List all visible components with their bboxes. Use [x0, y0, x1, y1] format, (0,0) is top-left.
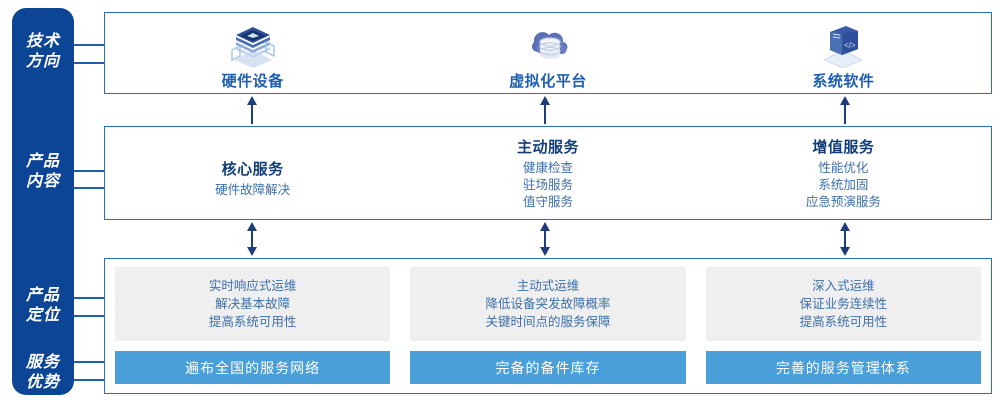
tech-column-software[interactable]: </> 系统软件: [696, 13, 991, 93]
content-column-valueadd[interactable]: 增值服务 性能优化 系统加固 应急预演服务: [696, 127, 991, 219]
rail-label-line2: 方向: [25, 53, 60, 70]
content-column-proactive[interactable]: 主动服务 健康检查 驻场服务 值守服务: [400, 127, 695, 219]
position-line: 实时响应式运维: [208, 279, 297, 293]
rail-label-product-content: 产品 内容: [12, 152, 74, 192]
rail-label-line1: 产品: [25, 153, 60, 170]
arrow-double-valueadd: [840, 222, 850, 256]
content-line: 健康检查: [522, 161, 573, 175]
position-card-deep: 深入式运维 保证业务连续性 提高系统可用性: [705, 267, 981, 341]
arrow-double-core: [247, 222, 257, 256]
content-line: 应急预演服务: [805, 195, 881, 209]
connector-line-advantage-a: [74, 361, 104, 363]
rail-label-service-advantage: 服务 优势: [12, 353, 74, 393]
content-line: 系统加固: [818, 178, 869, 192]
content-line: 性能优化: [818, 161, 869, 175]
tech-column-hardware[interactable]: 硬件设备: [105, 13, 400, 93]
cloud-database-icon: [531, 31, 568, 59]
rail-label-product-position: 产品 定位: [12, 286, 74, 326]
position-card-proactive: 主动式运维 降低设备突发故障概率 关键时间点的服务保障: [410, 267, 686, 341]
content-line: 值守服务: [522, 195, 573, 209]
rail-label-line1: 服务: [25, 354, 60, 371]
rail-label-line2: 内容: [25, 173, 60, 190]
bottom-column-proactive[interactable]: 主动式运维 降低设备突发故障概率 关键时间点的服务保障 完备的备件库存: [400, 259, 695, 393]
section-tech-direction: 硬件设备 虚拟化平台: [104, 12, 992, 94]
connector-line-content-a: [74, 170, 104, 172]
section-position-advantage: 实时响应式运维 解决基本故障 提高系统可用性 遍布全国的服务网络 主动式运维 降…: [104, 258, 992, 394]
server-stack-icon: [230, 26, 275, 68]
position-line: 保证业务连续性: [799, 297, 888, 311]
connector-line-position-a: [74, 297, 104, 299]
advantage-bar-inventory[interactable]: 完备的备件库存: [410, 351, 686, 384]
section-product-content: 核心服务 硬件故障解决 主动服务 健康检查 驻场服务 值守服务 增值服务 性能优…: [104, 126, 992, 220]
left-label-rail: 技术 方向 产品 内容 产品 定位 服务 优势: [12, 8, 74, 395]
connector-line-tech-a: [74, 44, 104, 46]
position-line: 提高系统可用性: [799, 315, 888, 329]
tech-label-software: 系统软件: [812, 72, 875, 90]
position-line: 关键时间点的服务保障: [485, 315, 611, 329]
rail-label-tech-direction: 技术 方向: [12, 32, 74, 72]
rail-label-line2: 优势: [25, 374, 60, 391]
bottom-column-realtime[interactable]: 实时响应式运维 解决基本故障 提高系统可用性 遍布全国的服务网络: [105, 259, 400, 393]
position-line: 深入式运维: [812, 279, 875, 293]
arrow-double-proactive: [540, 222, 550, 256]
content-line: 硬件故障解决: [215, 183, 291, 197]
arrow-up-software: [840, 96, 850, 124]
content-line: 驻场服务: [522, 178, 573, 192]
position-line: 降低设备突发故障概率: [485, 297, 611, 311]
connector-line-advantage-b: [74, 379, 104, 381]
rail-label-line2: 定位: [25, 307, 60, 324]
tech-label-hardware: 硬件设备: [221, 72, 284, 90]
rail-label-line1: 产品: [25, 287, 60, 304]
connector-line-content-b: [74, 187, 104, 189]
position-line: 提高系统可用性: [208, 315, 297, 329]
rail-label-line1: 技术: [25, 33, 60, 50]
arrow-up-virtualization: [540, 96, 550, 124]
advantage-bar-management[interactable]: 完善的服务管理体系: [705, 351, 981, 384]
tech-label-virtualization: 虚拟化平台: [509, 72, 587, 90]
content-title-valueadd: 增值服务: [812, 139, 875, 156]
arrow-up-hardware: [247, 96, 257, 124]
svg-text:</>: </>: [844, 41, 856, 50]
position-line: 解决基本故障: [215, 297, 291, 311]
tech-column-virtualization[interactable]: 虚拟化平台: [400, 13, 695, 93]
content-title-core: 核心服务: [221, 161, 284, 178]
position-card-realtime: 实时响应式运维 解决基本故障 提高系统可用性: [115, 267, 391, 341]
bottom-column-deep[interactable]: 深入式运维 保证业务连续性 提高系统可用性 完善的服务管理体系: [696, 259, 991, 393]
advantage-bar-network[interactable]: 遍布全国的服务网络: [115, 351, 391, 384]
content-column-core[interactable]: 核心服务 硬件故障解决: [105, 127, 400, 219]
position-line: 主动式运维: [516, 279, 580, 293]
connector-line-tech-b: [74, 62, 104, 64]
content-title-proactive: 主动服务: [516, 139, 579, 156]
connector-line-position-b: [74, 315, 104, 317]
software-code-icon: </>: [823, 25, 864, 68]
